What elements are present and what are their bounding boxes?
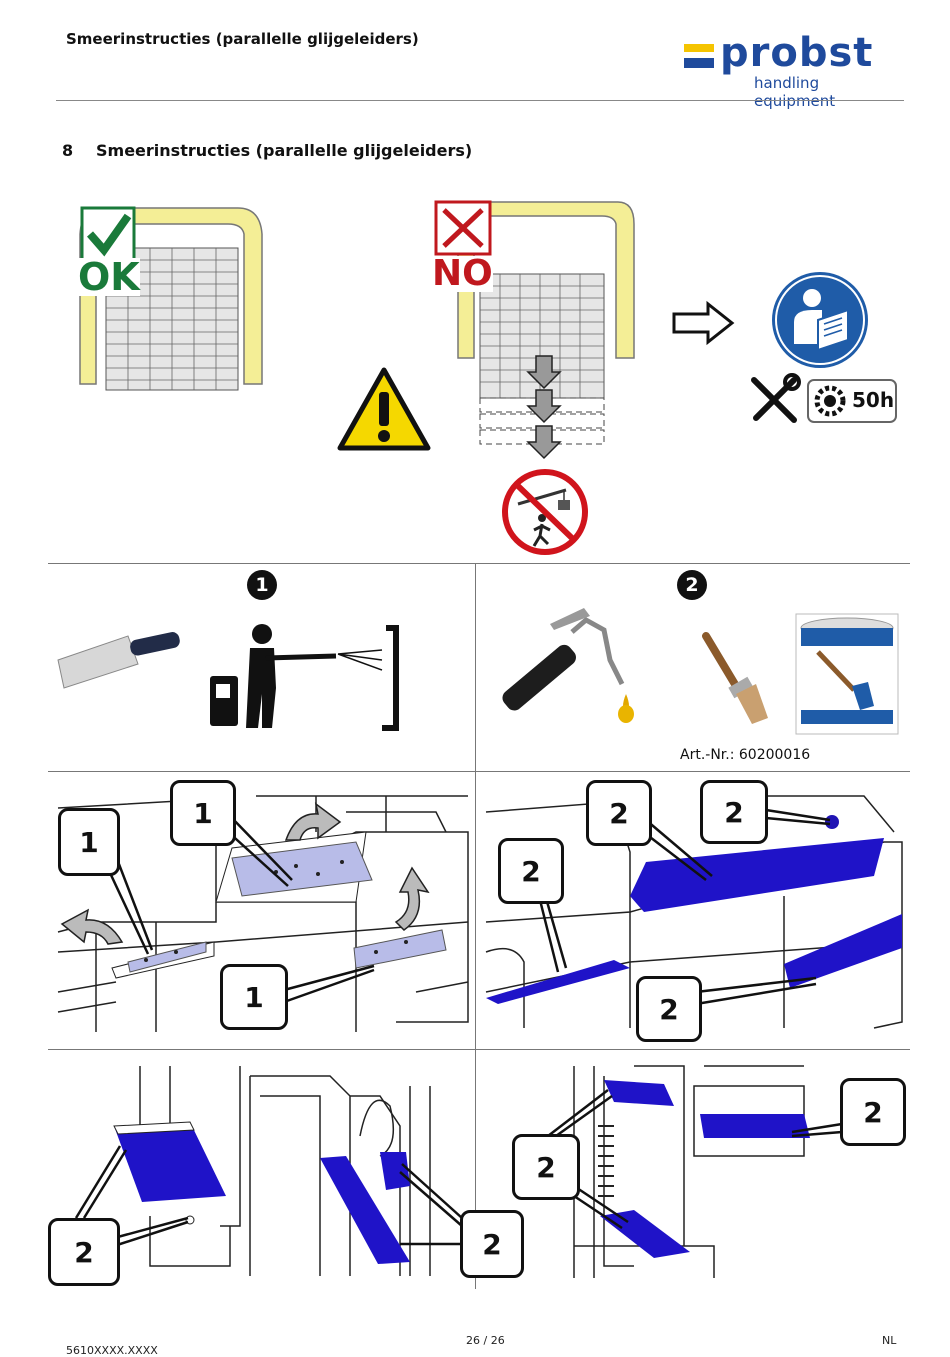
- callout-2a: 2: [586, 780, 652, 846]
- logo-yellow-bar: [684, 44, 714, 52]
- grid-vline-1: [475, 563, 476, 773]
- callout-1a: 1: [58, 808, 120, 876]
- footer-doc-code: 5610XXXX.XXXX: [66, 1344, 158, 1357]
- guide-detail-right-illustration: [573, 1065, 810, 1278]
- callout-2g: 2: [512, 1134, 580, 1200]
- logo-subtitle: handling equipment: [754, 74, 836, 110]
- gripper-no-illustration: [457, 201, 635, 460]
- read-manual-icon: [772, 272, 868, 368]
- pressure-washer-icon: [210, 624, 399, 731]
- section-number: 8: [62, 141, 74, 160]
- callout-2f: 2: [460, 1210, 524, 1278]
- callout-2h: 2: [840, 1078, 906, 1146]
- arrow-right-icon: [672, 300, 735, 346]
- grid-vline-2: [475, 771, 476, 1049]
- header-rule: [56, 100, 904, 101]
- grid-line-1: [48, 563, 910, 564]
- machine-clean-illustration: [57, 795, 469, 1032]
- header-title: Smeerinstructies (parallelle glijgeleide…: [66, 30, 419, 48]
- grease-tin-icon: [795, 613, 899, 735]
- brush-icon: [702, 632, 768, 724]
- probst-logo: probst handling equipment: [684, 30, 896, 110]
- step-2-marker: 2: [677, 570, 707, 600]
- footer-lang: NL: [882, 1334, 897, 1347]
- ok-check-icon: [80, 206, 136, 262]
- logo-blue-bar: [684, 58, 714, 68]
- section-title: Smeerinstructies (parallelle glijgeleide…: [96, 141, 473, 160]
- callout-2b: 2: [700, 780, 768, 844]
- interval-label: 50h: [852, 388, 895, 412]
- grid-vline-3: [475, 1049, 476, 1289]
- machine-lubricate-illustration: [485, 795, 903, 1029]
- ok-label: OK: [78, 255, 140, 299]
- callout-2e: 2: [48, 1218, 120, 1286]
- no-cross-icon: [434, 200, 492, 256]
- footer-page: 26 / 26: [466, 1334, 505, 1347]
- step-1-marker: 1: [247, 570, 277, 600]
- scraper-icon: [57, 632, 180, 689]
- grid-line-2: [48, 771, 910, 772]
- callout-1c: 1: [220, 964, 288, 1030]
- callout-2d: 2: [636, 976, 702, 1042]
- maintenance-interval-icon: [807, 379, 897, 423]
- callout-2c: 2: [498, 838, 564, 904]
- tools-icon: [751, 373, 801, 423]
- grid-line-3: [48, 1049, 910, 1050]
- no-label: NO: [432, 253, 493, 294]
- callout-1b: 1: [170, 780, 236, 846]
- grease-gun-icon: [502, 608, 634, 723]
- warning-triangle-icon: [337, 367, 431, 451]
- article-number: Art.-Nr.: 60200016: [680, 747, 811, 763]
- logo-word: probst: [720, 30, 874, 76]
- no-pedestrian-under-load-icon: [502, 469, 588, 555]
